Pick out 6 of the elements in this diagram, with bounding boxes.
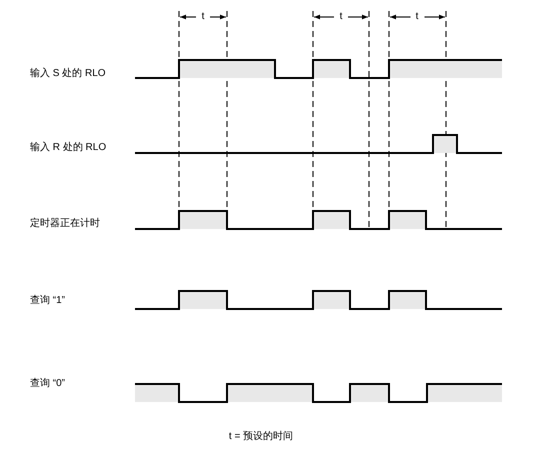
signal-label: 定时器正在计时: [30, 218, 100, 230]
signal-label: 查询 “0”: [30, 378, 65, 390]
caption: t = 预设的时间: [228, 431, 294, 443]
signal-label: 查询 “1”: [30, 295, 65, 307]
signal-label: 输入 R 处的 RLO: [30, 142, 106, 154]
signal-label: 输入 S 处的 RLO: [30, 68, 106, 80]
